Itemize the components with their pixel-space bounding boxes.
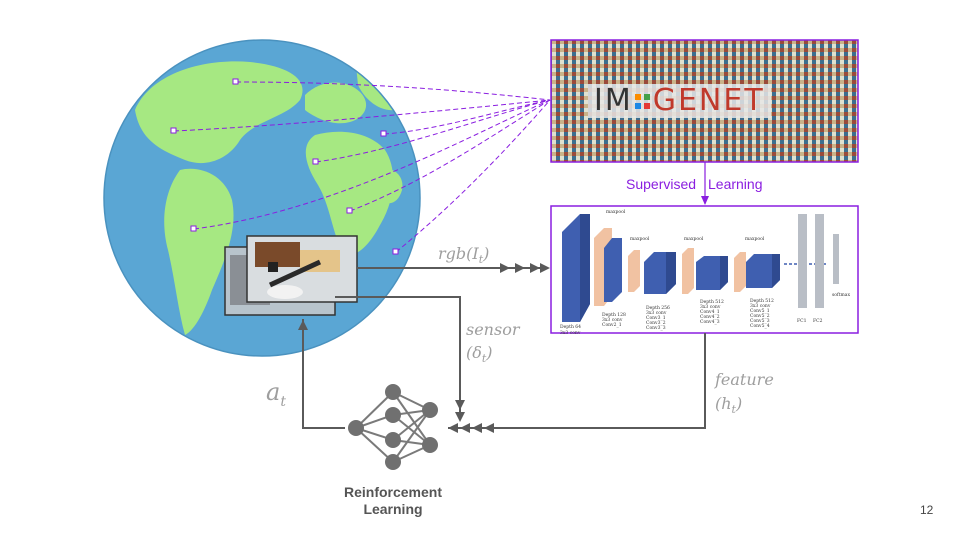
neural-network-icon (348, 384, 438, 470)
conv4-layer-1: Conv4_1 (700, 309, 720, 315)
rgb-label-text: rgb(I (438, 244, 479, 263)
imagenet-logo-genet: GENET (652, 83, 765, 118)
conv4-layer-2: Conv4_2 (700, 314, 720, 320)
maxpool-label-3: maxpool (684, 236, 704, 242)
sensor-symbol-close: ) (486, 343, 493, 362)
rgb-label-sub: t (478, 253, 484, 267)
conv1-depth: Depth 64 (560, 324, 581, 330)
page-number: 12 (920, 503, 934, 517)
conv5-depth: Depth 512 (750, 298, 774, 304)
fc1-label: FC1 (797, 318, 807, 324)
feature-symbol-text: (h (715, 394, 732, 413)
sensor-symbol: (δt) (466, 343, 493, 365)
feature-symbol-close: ) (735, 394, 743, 413)
conv4-kernel: 3x3 conv (700, 304, 721, 310)
sensor-symbol-text: (δ (466, 343, 482, 362)
softmax-label: softmax (832, 292, 850, 298)
imagenet-data-links (173, 81, 551, 253)
imagenet-dots-icon (633, 92, 653, 112)
rl-label-line-1: Reinforcement (343, 484, 443, 500)
maxpool-label-4: maxpool (745, 236, 765, 242)
conv4-layer-3: Conv4_3 (700, 319, 720, 325)
conv5-layer-2: Conv5_2 (750, 313, 770, 319)
conv5-layer-4: Conv5_4 (750, 323, 770, 329)
conv5-layer-1: Conv5_1 (750, 308, 770, 314)
sensor-label: sensor (466, 320, 519, 339)
feature-symbol-sub: t (731, 403, 736, 417)
conv5-kernel: 3x3 conv (750, 303, 771, 309)
feature-label-text: feature (715, 370, 774, 389)
conv5-layer-3: Conv5_3 (750, 318, 770, 324)
rgb-label-close: ) (483, 244, 490, 263)
conv2-kernel: 3x3 conv (602, 317, 623, 323)
maxpool-label-2: maxpool (630, 236, 650, 242)
conv1-kernel: 3x3 conv (560, 330, 581, 336)
action-label-text: a (266, 378, 281, 406)
imagenet-logo: IM GENET (588, 84, 771, 118)
conv3-layer-1: Conv3_1 (646, 315, 666, 321)
action-label: at (266, 378, 286, 410)
vgg-network-box: maxpool maxpool maxpool maxpool Depth 64… (550, 205, 859, 336)
feature-label: feature (715, 370, 774, 389)
fc2-label: FC2 (813, 318, 823, 324)
supervised-label-1: Supervised (626, 176, 697, 192)
imagenet-logo-im: IM (594, 83, 633, 118)
conv2-layer-1: Conv2_1 (602, 322, 622, 328)
action-label-sub: t (280, 393, 286, 410)
sensor-label-text: sensor (466, 320, 520, 339)
sensor-symbol-sub: t (481, 352, 487, 366)
supervised-label-2: Learning (708, 176, 763, 192)
arrowheads (298, 263, 550, 433)
conv4-depth: Depth 512 (700, 299, 724, 305)
rl-label-line-2: Learning (363, 501, 423, 517)
conv2-depth: Depth 128 (602, 312, 626, 318)
maxpool-label-1: maxpool (606, 209, 626, 215)
feature-symbol: (ht) (715, 394, 742, 416)
rgb-label: rgb(It) (438, 244, 489, 266)
reinforcement-learning-label: Reinforcement Learning (330, 484, 456, 518)
conv3-layer-3: Conv3_3 (646, 325, 666, 331)
conv3-kernel: 3x3 conv (646, 310, 667, 316)
conv3-depth: Depth 256 (646, 305, 670, 311)
globe-data-points (170, 78, 399, 255)
conv3-layer-2: Conv3_2 (646, 320, 666, 326)
